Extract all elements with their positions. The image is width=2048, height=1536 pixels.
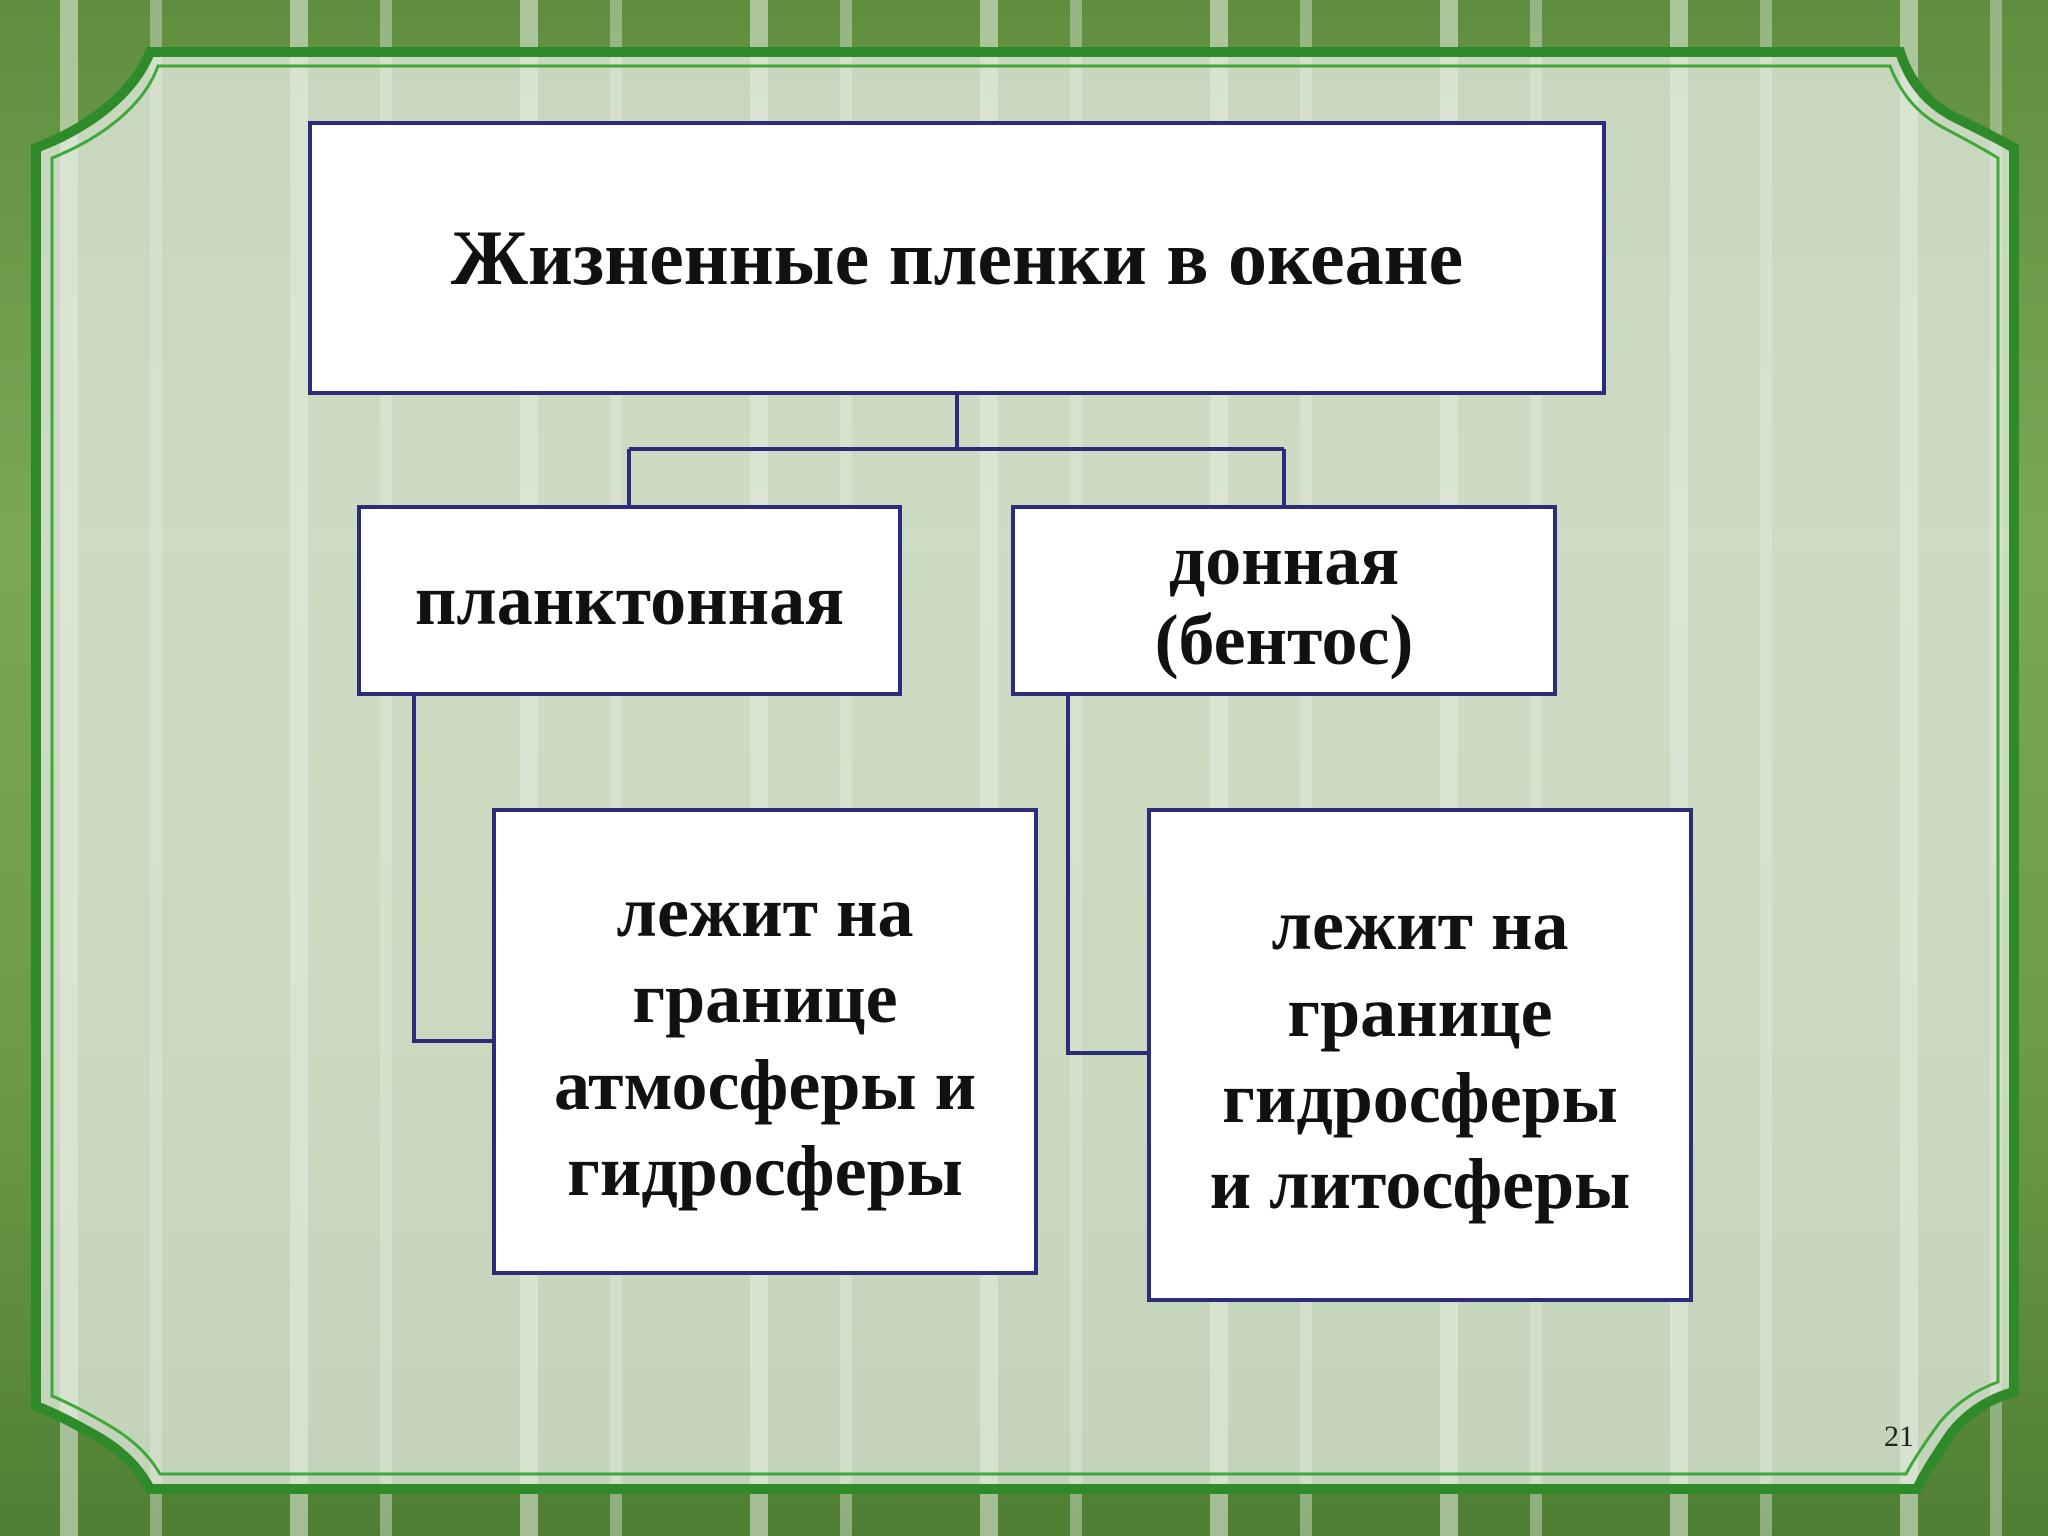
benthic-label-line-2: (бентос) [1154,599,1414,680]
planktonic-detail-line-3: атмосферы и [553,1044,977,1125]
planktonic-detail-line-1: лежит на [616,871,914,952]
root-box: Жизненные пленки в океане [308,121,1606,395]
benthic-detail-line-2: границе [1287,971,1553,1052]
planktonic-detail-box: лежит на границе атмосферы и гидросферы [492,808,1038,1275]
benthic-label-line-1: донная [1168,520,1400,601]
benthic-detail-box: лежит на границе гидросферы и литосферы [1147,808,1693,1302]
root-label: Жизненные пленки в океане [450,214,1464,302]
planktonic-box: планктонная [357,505,902,696]
planktonic-label: планктонная [414,559,845,640]
benthic-detail-line-1: лежит на [1271,885,1569,966]
benthic-box: донная (бентос) [1011,505,1557,696]
planktonic-detail-line-2: границе [632,958,898,1039]
benthic-detail-line-4: и литосферы [1209,1144,1631,1225]
benthic-detail-line-3: гидросферы [1222,1058,1618,1138]
page-number: 21 [1884,1420,1914,1453]
planktonic-detail-line-4: гидросферы [567,1130,963,1211]
